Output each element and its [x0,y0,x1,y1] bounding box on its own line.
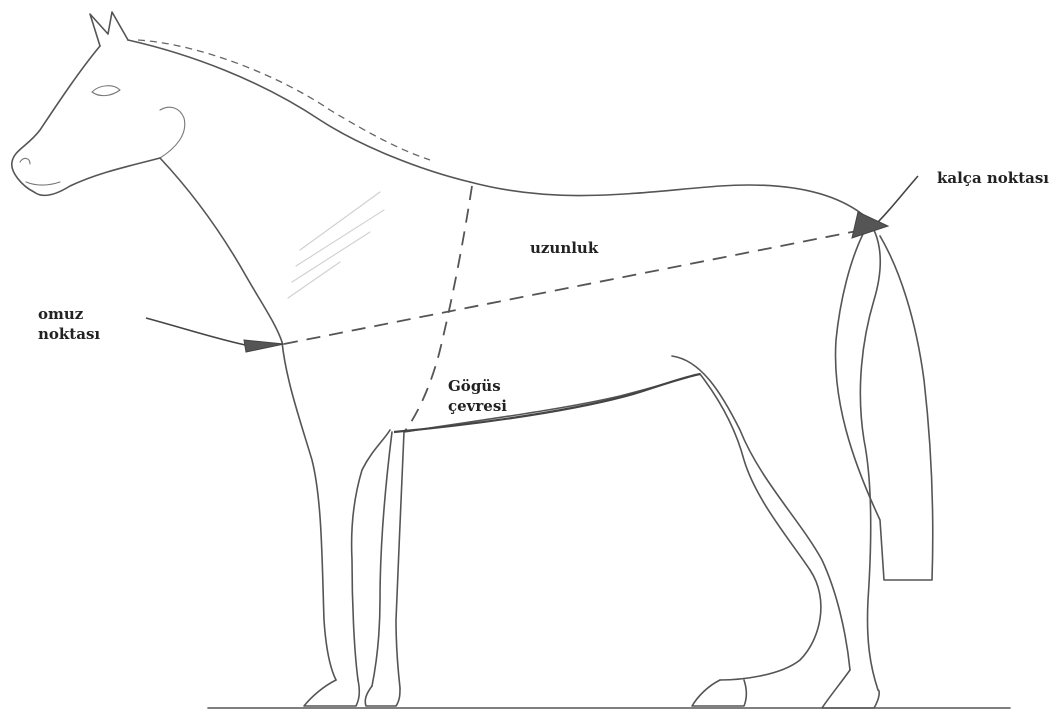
shoulder-point-arrowhead [244,340,284,352]
horse-outline [12,12,1010,708]
length-label: uzunluk [530,238,598,258]
hip-point-pointer [878,176,918,222]
length-text: uzunluk [530,238,598,258]
shoulder-point-text-line1: omuz [38,304,100,324]
shoulder-point-text-line2: noktası [38,324,100,344]
hip-point-arrowhead [852,212,888,238]
hip-point-text: kalça noktası [937,168,1049,188]
mane-dashed-line [138,40,430,160]
chest-girth-label: Gögüs çevresi [448,376,507,416]
shoulder-point-label: omuz noktası [38,304,100,344]
shoulder-point-pointer [146,318,250,346]
chest-girth-line [394,374,700,432]
hip-point-label: kalça noktası [937,168,1049,188]
chest-girth-text-line2: çevresi [448,396,507,416]
chest-girth-text-line1: Gögüs [448,376,507,396]
